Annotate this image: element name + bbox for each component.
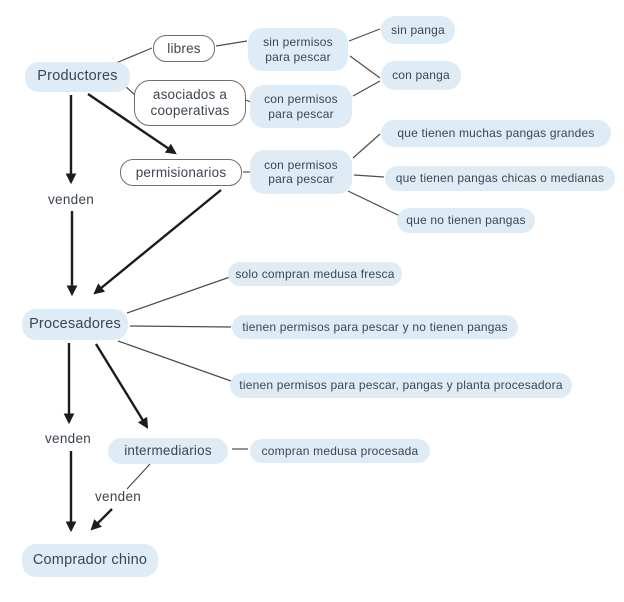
node-sin-permisos-pescar: sin permisos para pescar: [248, 28, 348, 71]
flow-arrows: [63, 93, 222, 533]
node-con-permisos-pescar-cooperativas: con permisos para pescar: [250, 85, 352, 128]
node-con-permisos-pescar-permisionarios: con permisos para pescar: [250, 150, 352, 194]
node-procesadores: Procesadores: [22, 309, 128, 340]
node-pangas-chicas-medianas: que tienen pangas chicas o medianas: [385, 166, 615, 191]
edge-label-venden-procesadores: venden: [45, 431, 92, 446]
node-libres: libres: [153, 35, 215, 62]
node-con-panga: con panga: [381, 61, 461, 90]
node-intermediarios: intermediarios: [108, 438, 228, 464]
edge-label-venden-intermediarios: venden: [95, 489, 142, 504]
node-compran-medusa-procesada: compran medusa procesada: [250, 439, 430, 463]
node-productores: Productores: [25, 62, 130, 92]
node-pangas-grandes: que tienen muchas pangas grandes: [381, 120, 611, 147]
node-comprador-chino: Comprador chino: [22, 544, 158, 577]
node-asociados-cooperativas: asociados a cooperativas: [134, 80, 246, 126]
node-permisos-sin-pangas: tienen permisos para pescar y no tienen …: [232, 315, 518, 339]
node-solo-compran-medusa-fresca: solo compran medusa fresca: [228, 262, 402, 286]
edge-label-venden-productores: venden: [48, 192, 95, 207]
node-sin-panga: sin panga: [381, 16, 455, 44]
node-permisionarios: permisionarios: [120, 159, 242, 186]
node-permisos-pangas-planta: tienen permisos para pescar, pangas y pl…: [230, 373, 572, 398]
connector-lines: [115, 28, 401, 490]
node-no-tienen-pangas: que no tienen pangas: [397, 208, 535, 233]
